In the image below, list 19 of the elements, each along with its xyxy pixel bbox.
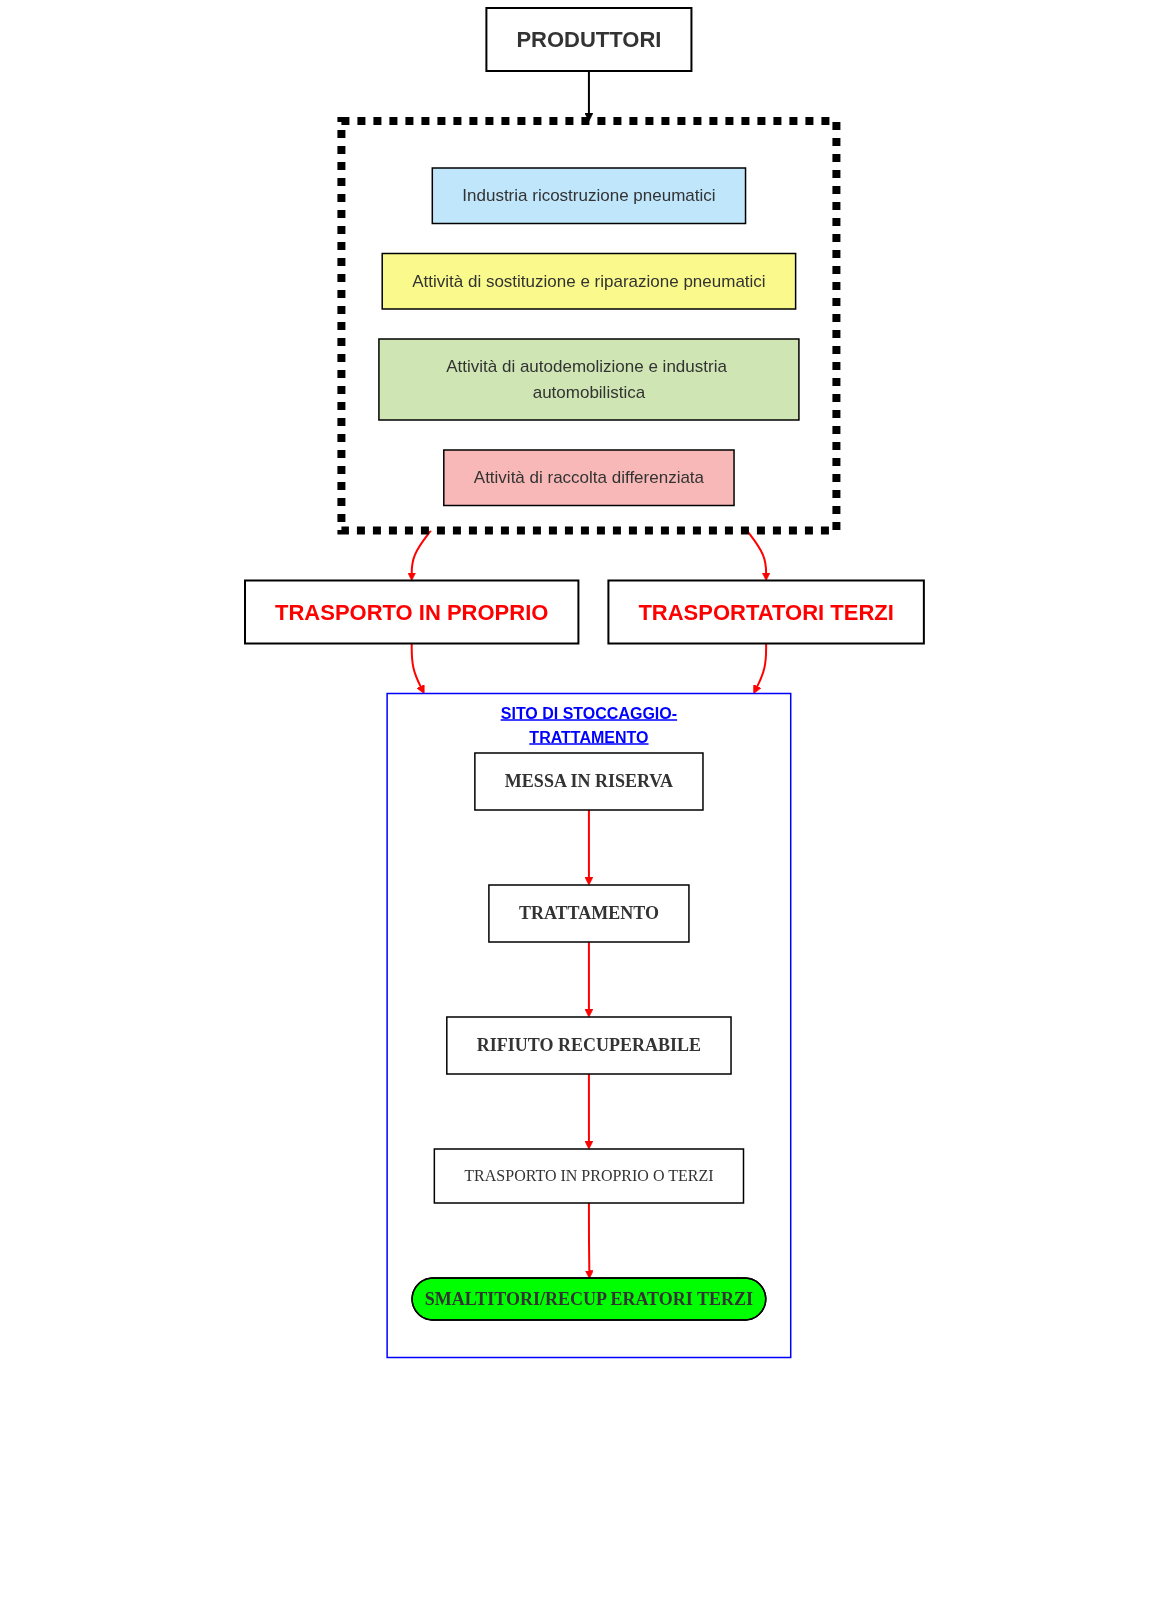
node-box: TRASPORTO IN PROPRIO (244, 579, 580, 645)
node-box: Attività di sostituzione e riparazione pneumatici (381, 252, 797, 310)
node-box: TRASPORTATORI TERZI (607, 579, 925, 645)
node-box: MESSA IN RISERVA (474, 752, 704, 811)
cluster (337, 117, 841, 535)
arrow (584, 809, 594, 886)
arrow (753, 642, 768, 694)
node-box: TRASPORTO IN PROPRIO O TERZI (433, 1148, 745, 1204)
node-box: TRATTAMENTO (488, 884, 690, 943)
node-box: Attività di raccolta differenziata (443, 449, 735, 507)
arrow (584, 1073, 594, 1150)
arrow (407, 529, 433, 581)
arrow (584, 941, 594, 1018)
arrow (410, 642, 425, 694)
node-box: Industria ricostruzione pneumatici (431, 167, 747, 225)
arrow (585, 1202, 594, 1279)
node-box: Attività di autodemolizione e industria automobilistica (378, 338, 800, 421)
node-box: RIFIUTO RECUPERABILE (446, 1016, 732, 1075)
node-box: PRODUTTORI (485, 7, 693, 72)
